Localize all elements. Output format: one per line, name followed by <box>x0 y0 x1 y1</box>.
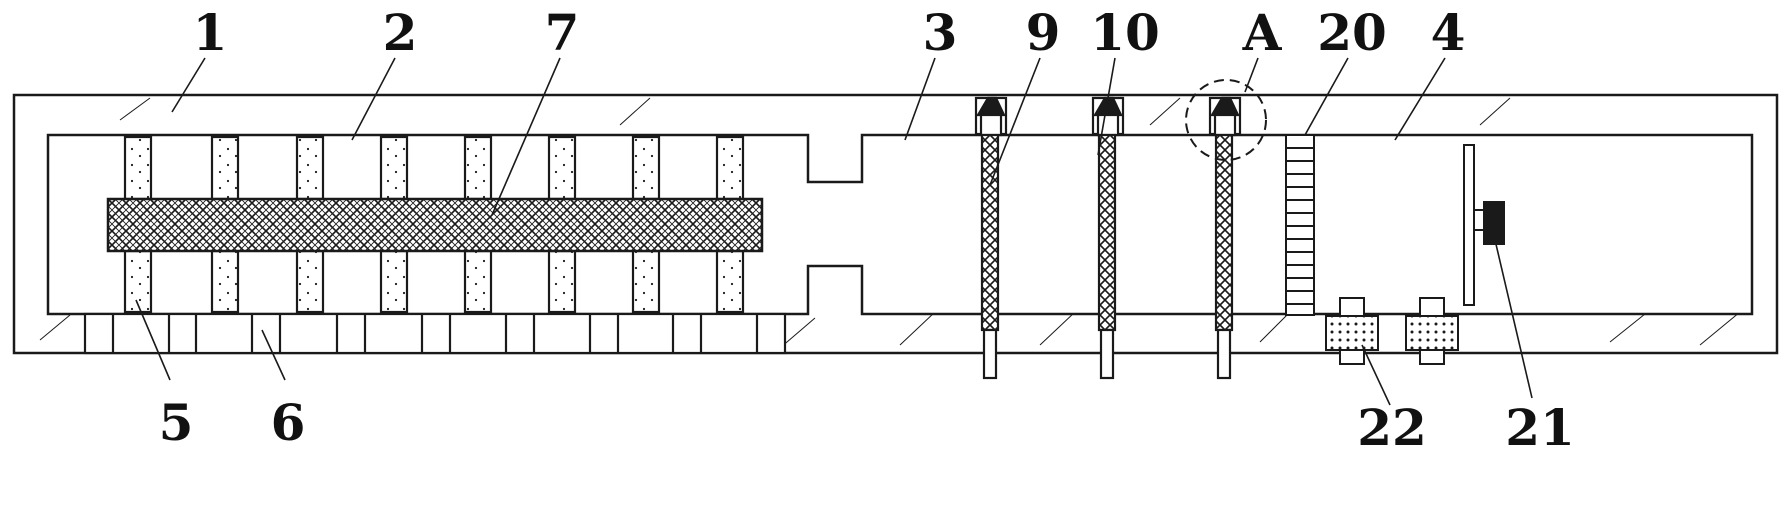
roller-2 <box>1405 297 1459 365</box>
callout-9: 9 <box>1026 3 1061 62</box>
central-heating-bar <box>106 197 764 253</box>
detail-a-circle <box>1185 79 1267 161</box>
leader-lines <box>135 57 1533 406</box>
callout-5: 5 <box>159 393 194 452</box>
callout-A: A <box>1242 3 1283 62</box>
callout-10: 10 <box>1090 3 1160 62</box>
louver-filter <box>1285 134 1315 316</box>
callout-22: 22 <box>1357 398 1427 457</box>
callout-21: 21 <box>1505 398 1575 457</box>
callout-3: 3 <box>923 3 958 62</box>
callout-6: 6 <box>271 393 306 452</box>
spring-rod-1 <box>974 96 1008 380</box>
callout-2: 2 <box>383 3 418 62</box>
fan-assembly <box>1463 144 1505 306</box>
bottom-slot-strip <box>83 312 787 355</box>
callout-4: 4 <box>1431 3 1466 62</box>
callout-20: 20 <box>1317 3 1387 62</box>
callout-1: 1 <box>193 3 228 62</box>
spring-rod-3 <box>1208 96 1242 380</box>
roller-1 <box>1325 297 1379 365</box>
callout-7: 7 <box>545 3 580 62</box>
